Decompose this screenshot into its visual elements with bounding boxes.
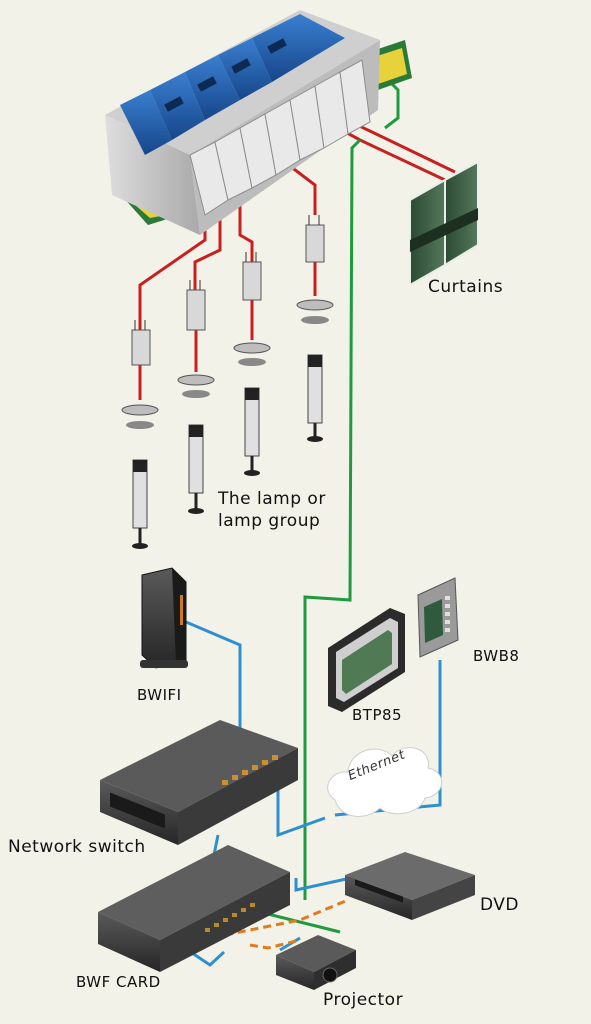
label-dvd: DVD xyxy=(480,895,520,915)
label-lamp-line2: lamp group xyxy=(218,511,321,531)
label-bwifi: BWIFI xyxy=(137,686,182,704)
lamp-2 xyxy=(177,280,215,514)
label-network-switch: Network switch xyxy=(8,837,146,857)
network-switch xyxy=(100,720,298,845)
label-curtains: Curtains xyxy=(428,277,504,297)
projector xyxy=(276,935,356,990)
terminal-modules xyxy=(189,59,371,216)
av-wires xyxy=(224,898,349,950)
lamp-3 xyxy=(233,252,271,476)
din-rail-module-block xyxy=(105,10,412,235)
label-lamp-line1: The lamp or xyxy=(218,489,326,509)
blue-modules xyxy=(120,14,345,155)
ethernet-cloud xyxy=(327,747,443,817)
curtains-device xyxy=(409,160,479,287)
label-btp85: BTP85 xyxy=(352,706,403,724)
bwifi-device xyxy=(140,567,188,669)
bwf-card xyxy=(98,845,290,972)
label-projector: Projector xyxy=(323,990,404,1010)
lamp-1 xyxy=(121,320,159,549)
bwb8-panel xyxy=(417,577,459,658)
btp85-panel xyxy=(328,608,405,712)
lamp-4 xyxy=(296,215,334,442)
label-bwb8: BWB8 xyxy=(473,647,520,665)
label-bwf-card: BWF CARD xyxy=(76,973,161,991)
dvd-player xyxy=(345,852,475,920)
